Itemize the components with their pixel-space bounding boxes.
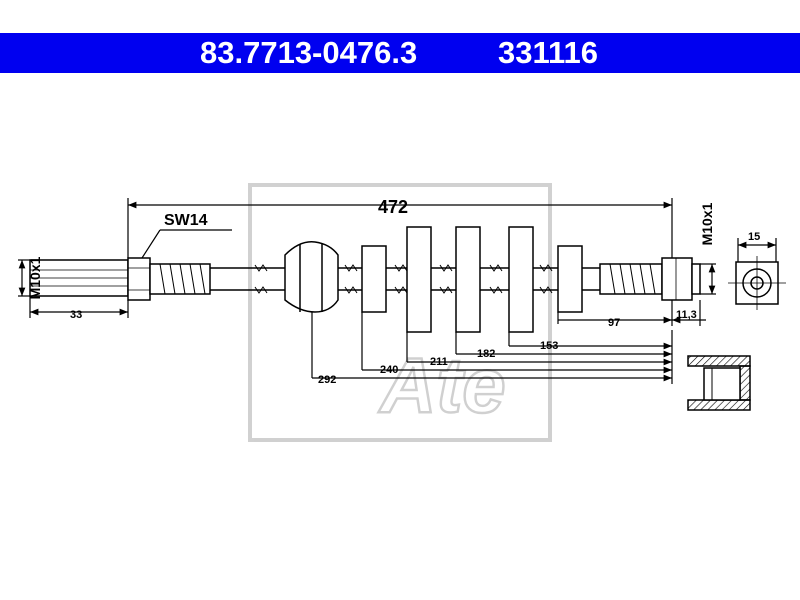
left-thread-label: M10x1 [27,256,43,299]
holder-5 [557,245,583,313]
holder-4 [508,226,534,333]
title-bar: 83.7713-0476.3 331116 [0,33,800,73]
clip-label-5: 153 [540,340,558,352]
clip-label-1: 292 [318,374,336,386]
right-thread-label: M10x1 [699,202,715,245]
right-end-label: 97 [608,317,620,329]
watermark-text: Ate [378,341,506,429]
section-detail [687,355,751,411]
clip-label-4: 182 [477,348,495,360]
right-fitting [599,257,701,301]
holder-3 [455,226,481,333]
hose-body [210,264,600,294]
left-end-label: 33 [70,309,82,321]
left-fitting [29,257,211,301]
wrench-leader [141,229,161,259]
right-nut-label: 11,3 [676,309,697,321]
wrench-size-label: SW14 [164,212,208,229]
overall-length-label: 472 [378,197,408,217]
clip-label-3: 211 [430,356,448,368]
clip-label-2: 240 [380,364,398,376]
grommet [284,241,339,313]
end-view [728,256,786,310]
watermark-logo: Ate [248,183,552,442]
part-number: 83.7713-0476.3 [200,35,418,70]
hose-holders [361,226,583,333]
holder-2 [406,226,432,333]
reference-number: 331116 [498,35,599,70]
diameter-label: 15 [748,231,760,243]
holder-1 [361,245,387,313]
